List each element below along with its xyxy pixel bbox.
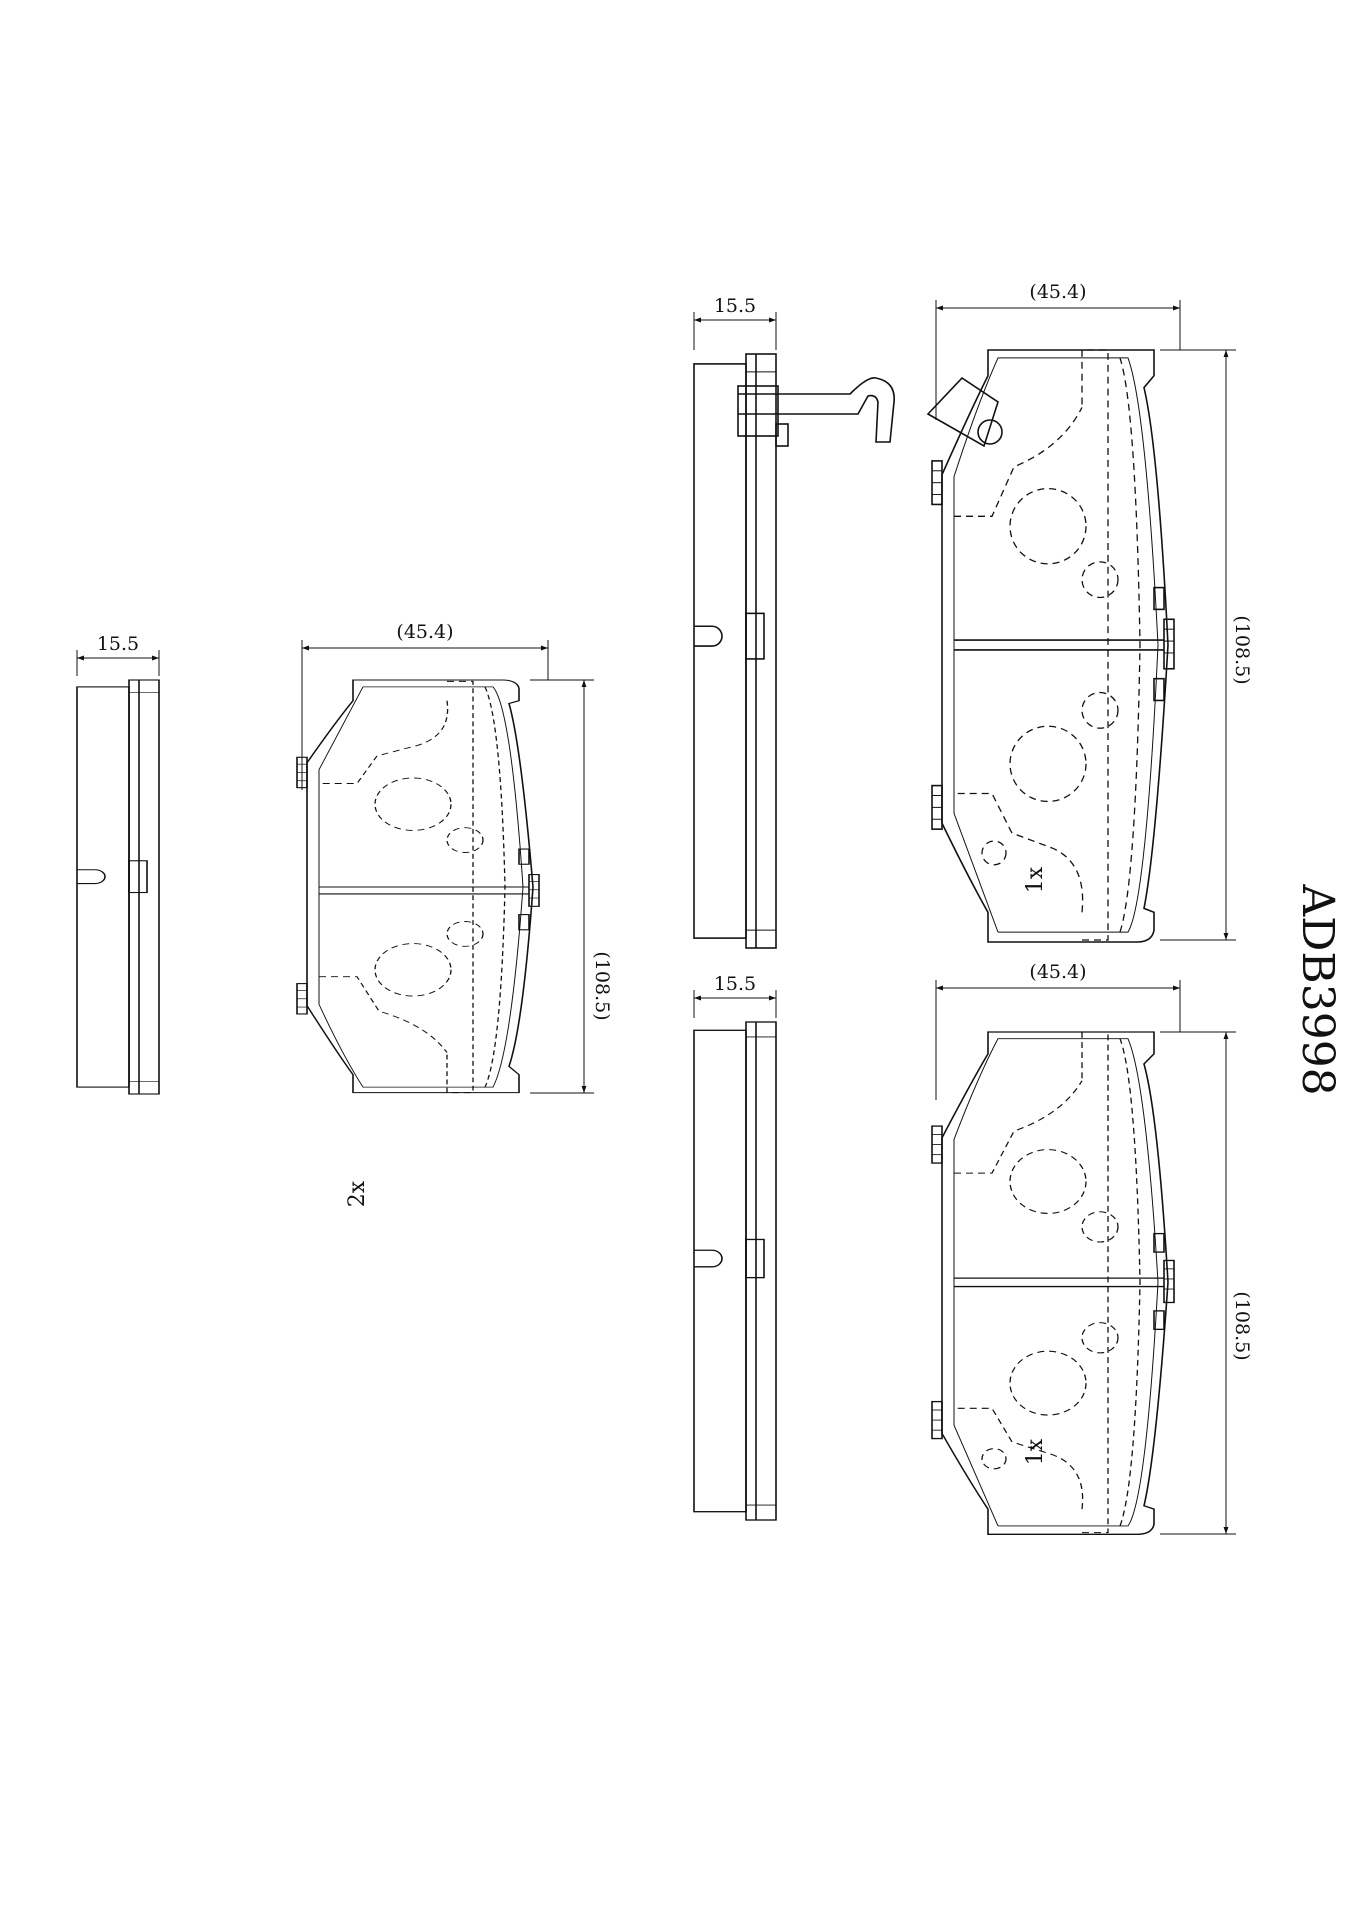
pad-b-height-label: (108.5)	[1231, 615, 1253, 684]
pad-c-width-dimension: (45.4)	[935, 961, 1181, 1100]
pad-a-side-view	[76, 679, 160, 1095]
pad-b-front-view	[926, 349, 1175, 943]
sensor-tab	[926, 376, 999, 448]
pad-a-width-label: (45.4)	[396, 621, 453, 643]
part-number: ADB3998	[1292, 883, 1343, 1095]
pad-a-width-dimension: (45.4)	[301, 621, 549, 790]
pad-c-thickness-label: 15.5	[714, 973, 756, 995]
pad-a-thickness-dimension: 15.5	[76, 633, 160, 676]
pad-c-height-label: (108.5)	[1231, 1291, 1253, 1360]
pad-a-thickness-label: 15.5	[97, 633, 139, 655]
pad-c-front-view	[931, 1031, 1175, 1536]
pad-c-side-view	[693, 1021, 777, 1521]
pad-b-height-dimension: (108.5)	[1160, 349, 1253, 941]
pad-b-thickness-label: 15.5	[714, 295, 756, 317]
pad-a-height-dimension: (108.5)	[530, 679, 613, 1094]
pad-c-width-label: (45.4)	[1029, 961, 1086, 983]
wear-sensor-clip	[738, 377, 895, 443]
pad-b-quantity-label: 1x	[1023, 866, 1048, 893]
pad-a-quantity-label: 2x	[345, 1180, 370, 1207]
pad-b-side-view	[693, 353, 895, 949]
pad-b-width-label: (45.4)	[1029, 281, 1086, 303]
pad-a-height-label: (108.5)	[591, 951, 613, 1020]
pad-c: 15.5 (45.4) (108.5) 1x	[693, 961, 1253, 1536]
pad-a: 15.5 (45.4) (108.5) 2x	[76, 621, 613, 1207]
pad-c-thickness-dimension: 15.5	[693, 973, 777, 1018]
pad-b-width-dimension: (45.4)	[935, 281, 1181, 420]
pad-c-quantity-label: 1x	[1023, 1438, 1048, 1465]
pad-b: 15.5 (45.4) (108.5) 1x	[693, 281, 1253, 949]
pad-c-height-dimension: (108.5)	[1160, 1031, 1253, 1535]
pad-b-thickness-dimension: 15.5	[693, 295, 777, 350]
pad-a-front-view	[296, 679, 540, 1094]
